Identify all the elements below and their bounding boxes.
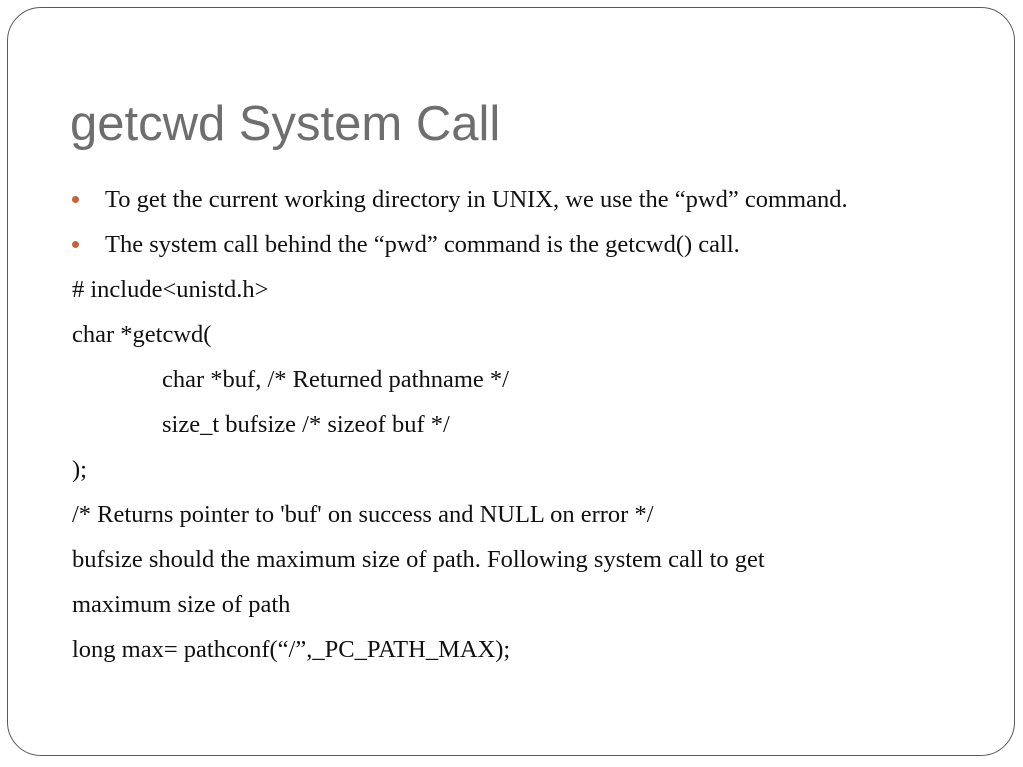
code-line-pathconf: long max= pathconf(“/”,_PC_PATH_MAX);: [72, 636, 511, 663]
bullet-dot-icon: [72, 196, 79, 203]
bullet-dot-icon: [72, 241, 79, 248]
bullet-item: The system call behind the “pwd” command…: [72, 222, 992, 267]
code-line-signature: char *getcwd(: [72, 321, 212, 348]
code-line-returns-comment: /* Returns pointer to 'buf' on success a…: [72, 501, 654, 528]
slide-frame: getcwd System Call: [7, 7, 1015, 756]
code-line-param-bufsize: size_t bufsize /* sizeof buf */: [162, 411, 450, 438]
code-line-param-buf: char *buf, /* Returned pathname */: [162, 366, 509, 393]
bullet-text: The system call behind the “pwd” command…: [105, 231, 740, 258]
bullet-text: To get the current working directory in …: [105, 186, 848, 213]
slide-title: getcwd System Call: [70, 97, 501, 151]
text-line-max-path: maximum size of path: [72, 591, 291, 618]
code-line-include: # include<unistd.h>: [72, 276, 269, 303]
code-line-close: );: [72, 456, 87, 483]
bullet-item: To get the current working directory in …: [72, 177, 992, 222]
text-line-bufsize-note: bufsize should the maximum size of path.…: [72, 546, 765, 573]
slide-body: To get the current working directory in …: [72, 177, 992, 672]
